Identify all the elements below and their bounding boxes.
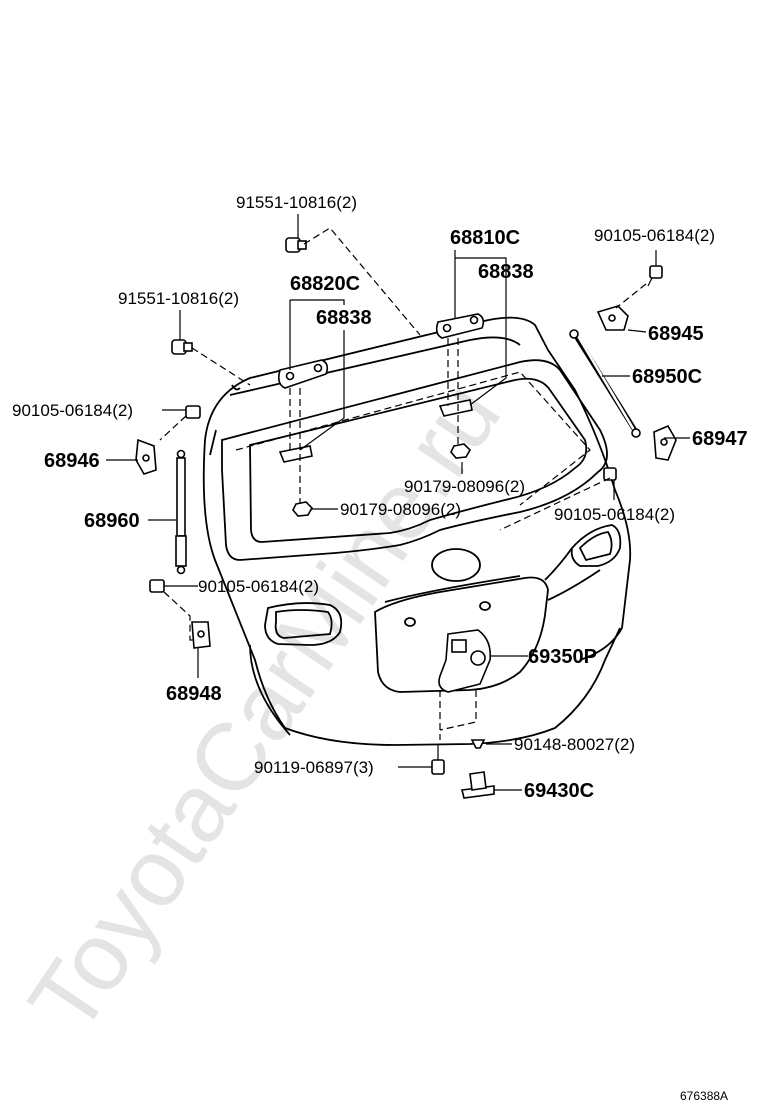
stud-left-lower: [149, 579, 165, 593]
label-striker: 69430C: [524, 780, 594, 802]
label-bolt-lock: 90119-06897(3): [254, 758, 374, 777]
stud-left-upper: [185, 405, 201, 419]
door-lock: [438, 629, 492, 693]
hinge-left: [278, 359, 329, 389]
label-lock: 69350P: [528, 646, 597, 668]
label-nut-left: 90179-08096(2): [340, 500, 461, 519]
label-bracket-left-lower: 68948: [166, 683, 222, 705]
label-strut-left: 68960: [84, 510, 140, 532]
label-bracket-left-upper: 68946: [44, 450, 100, 472]
hinge-right: [435, 313, 485, 339]
striker: [461, 771, 495, 799]
label-bolt-left-hinge: 91551-10816(2): [118, 289, 239, 308]
leader-lines: [106, 214, 690, 791]
bolt-left-hinge: [171, 339, 193, 355]
stud-top-right: [647, 265, 663, 287]
bracket-top-right: [596, 305, 629, 331]
stud-right-lower: [603, 467, 617, 481]
label-hinge-left-shim: 68838: [316, 307, 372, 329]
label-bolt-top-hinge: 91551-10816(2): [236, 193, 357, 212]
strut-left: [175, 449, 187, 575]
label-stud-left-lower: 90105-06184(2): [198, 577, 319, 596]
label-stud-left-upper: 90105-06184(2): [12, 401, 133, 420]
hinge-left-shim: [278, 445, 313, 463]
assembly-lines: [159, 227, 647, 740]
reference-number: 676388A: [680, 1089, 728, 1103]
hinge-right-shim: [438, 399, 473, 417]
label-stud-right-lower: 90105-06184(2): [554, 505, 675, 524]
strut-right: [569, 329, 641, 438]
label-hinge-left: 68820C: [290, 273, 360, 295]
back-door-panel: [202, 316, 632, 746]
bracket-left-lower: [191, 621, 211, 649]
label-bracket-top-right: 68945: [648, 323, 704, 345]
label-hinge-right: 68810C: [450, 227, 520, 249]
label-nut-right: 90179-08096(2): [404, 477, 525, 496]
bolt-top-hinge: [285, 237, 307, 253]
bracket-left-upper: [135, 438, 157, 475]
label-stud-top-right: 90105-06184(2): [594, 226, 715, 245]
bolt-lock: [431, 744, 445, 775]
nut-right: [450, 443, 471, 459]
label-bracket-right-lower: 68947: [692, 428, 748, 450]
label-screw-striker: 90148-80027(2): [514, 735, 635, 754]
screw-striker: [470, 739, 486, 749]
nut-left: [292, 501, 313, 517]
label-hinge-right-shim: 68838: [478, 261, 534, 283]
label-strut-right: 68950C: [632, 366, 702, 388]
bracket-right-lower: [653, 424, 677, 461]
